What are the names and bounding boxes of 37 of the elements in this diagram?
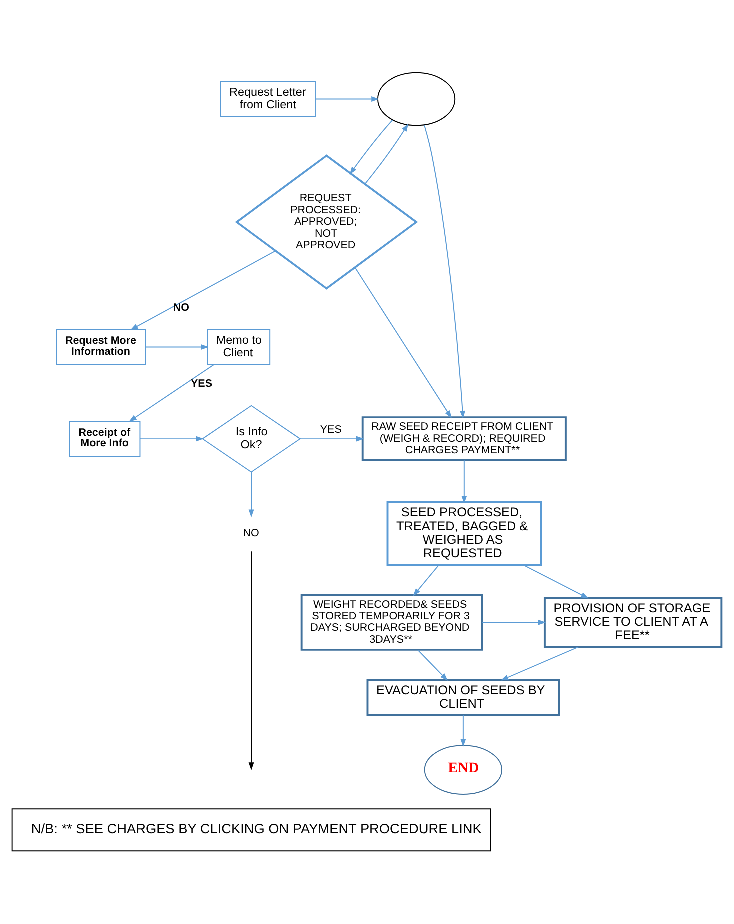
arrow <box>315 96 380 102</box>
arrow <box>350 120 394 175</box>
node-diamond: Is Info Ok? <box>202 405 302 473</box>
arrow <box>129 364 214 422</box>
arrow <box>248 472 254 518</box>
node-box: PROVISION OF STORAGE SERVICE TO CLIENT AT A FEE** <box>544 597 723 648</box>
arrow <box>462 460 468 504</box>
node-box: Request More Information <box>56 329 146 366</box>
arrow <box>145 344 210 350</box>
arrow <box>482 620 546 626</box>
arrow <box>300 436 364 442</box>
edge-label: NO <box>173 302 190 314</box>
node-box: EVACUATION OF SEEDS BY CLIENT <box>366 679 560 716</box>
node-box: N/B: ** SEE CHARGES BY CLICKING ON PAYMENT PROCEDURE LINK <box>12 808 492 852</box>
arrow <box>248 551 254 770</box>
node-box: Memo to Client <box>207 329 271 366</box>
arrow <box>140 436 204 442</box>
node-box: Request Letter from Client <box>220 81 316 118</box>
node-box: Receipt of More Info <box>69 421 141 458</box>
node-box: WEIGHT RECORDED& SEEDS STORED TEMPORARILY FOR 3 DAYS; SURCHARGED BEYOND 3DAYS** <box>300 594 484 651</box>
arrow <box>417 650 448 682</box>
arrow <box>130 250 276 330</box>
edge-label: YES <box>191 378 212 390</box>
node-ellipse: END <box>424 745 502 795</box>
arrow <box>413 564 440 596</box>
arrow <box>522 564 589 599</box>
arrow <box>424 124 466 419</box>
node-diamond: REQUEST PROCESSED: APPROVED; NOT APPROVED <box>235 154 418 290</box>
arrow <box>460 714 466 748</box>
edge-label: YES <box>320 424 342 436</box>
arrow <box>354 267 452 419</box>
node-ellipse <box>378 72 456 126</box>
node-box: RAW SEED RECEIPT FROM CLIENT (WEIGH & RECORD); REQUIRED CHARGES PAYMENT** <box>362 416 567 462</box>
arrow <box>500 646 580 681</box>
node-box: SEED PROCESSED, TREATED, BAGGED & WEIGHED AS REQUESTED <box>386 502 542 566</box>
node-text: NO <box>243 528 260 540</box>
arrow <box>364 124 409 185</box>
